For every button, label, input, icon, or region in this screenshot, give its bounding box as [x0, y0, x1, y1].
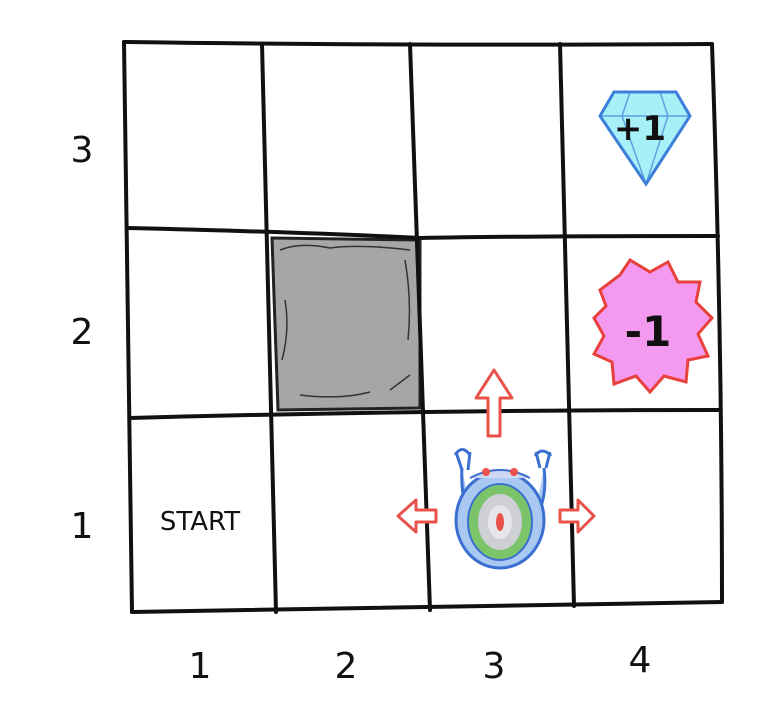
robot-icon [453, 448, 553, 570]
pit-reward-label: -1 [625, 307, 672, 356]
row-label: 2 [71, 312, 94, 353]
goal-gem: +1 [598, 90, 692, 187]
row-axis-labels: 3 2 1 [71, 130, 94, 547]
col-label: 1 [189, 646, 212, 687]
row-label: 1 [71, 506, 94, 547]
pit-burst: -1 [591, 257, 715, 395]
move-arrow-left [396, 498, 438, 534]
move-arrow-up [474, 368, 514, 438]
col-label: 3 [483, 646, 506, 687]
move-arrow-right [558, 498, 596, 534]
col-axis-labels: 1 2 3 4 [189, 640, 652, 687]
wall-cell [270, 236, 422, 412]
grid-lines [122, 40, 724, 614]
col-label: 4 [629, 640, 652, 681]
start-label: START [160, 507, 240, 537]
row-label: 3 [71, 130, 94, 171]
col-label: 2 [335, 646, 358, 687]
goal-reward-label: +1 [614, 109, 666, 149]
